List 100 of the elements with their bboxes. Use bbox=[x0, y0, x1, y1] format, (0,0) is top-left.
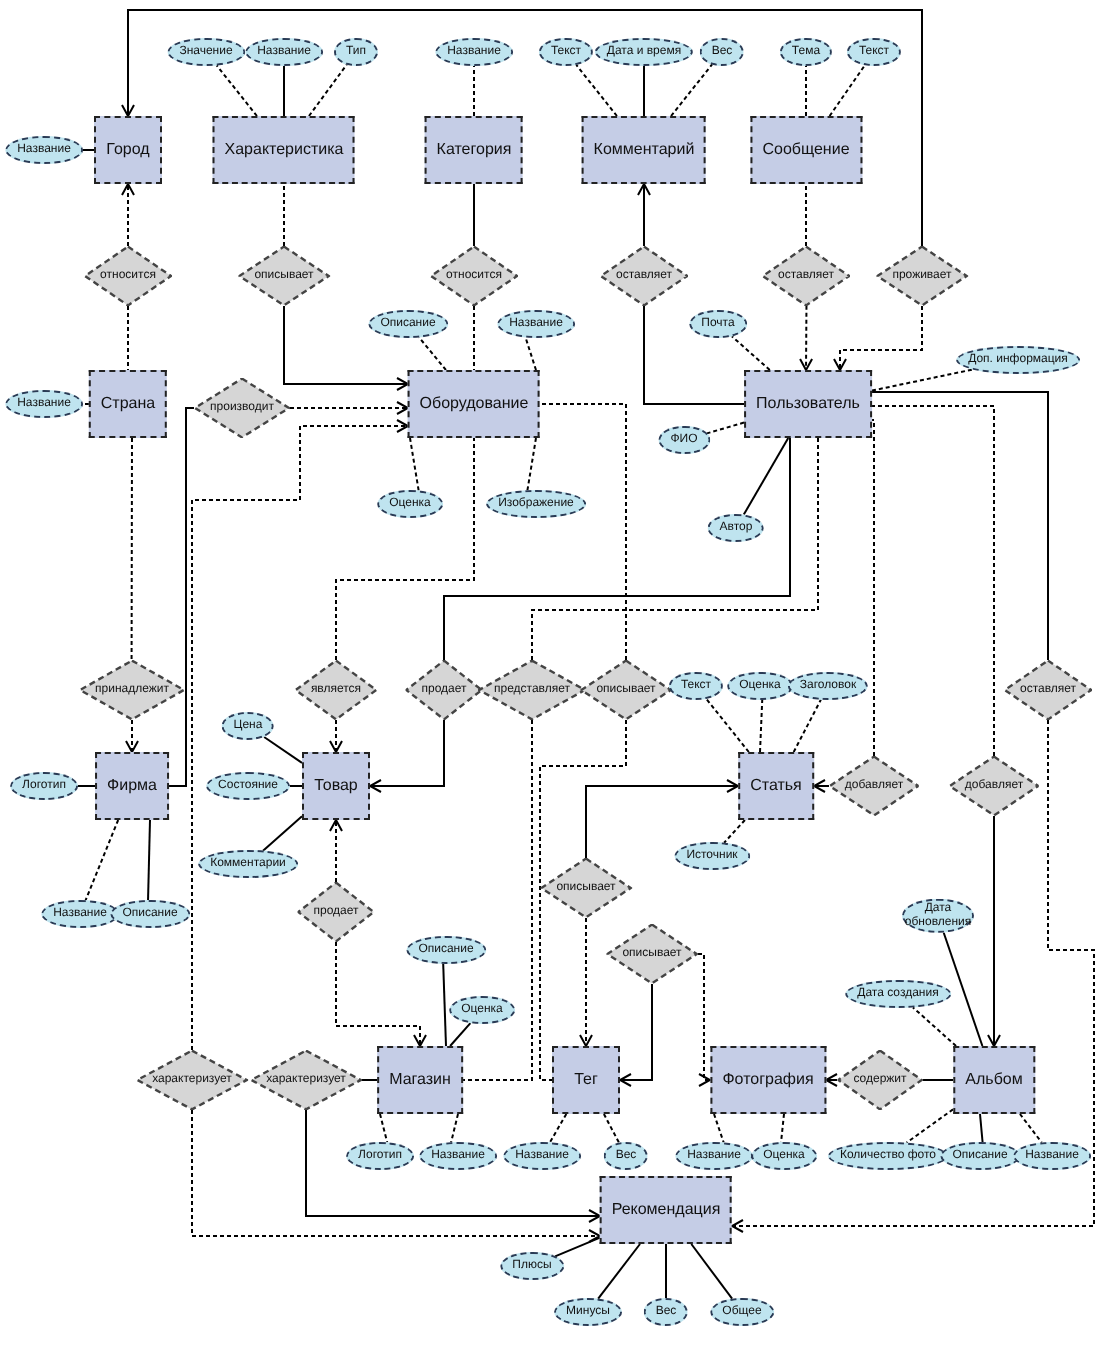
connector-line bbox=[77, 785, 96, 787]
connector-line bbox=[329, 819, 343, 883]
connector-line bbox=[263, 736, 303, 764]
attribute-ellipse bbox=[1013, 1142, 1091, 1170]
connector-line bbox=[283, 65, 285, 117]
connector-line bbox=[585, 779, 739, 859]
connector-line bbox=[305, 1109, 601, 1223]
entity-box bbox=[424, 116, 524, 184]
attribute-ellipse bbox=[334, 38, 378, 66]
attribute-ellipse bbox=[110, 900, 190, 928]
entity-box bbox=[302, 752, 370, 820]
connector-line bbox=[579, 917, 593, 1047]
connector-line bbox=[705, 421, 745, 435]
attribute-ellipse bbox=[346, 1142, 414, 1170]
connector-line bbox=[942, 931, 984, 1047]
attribute-ellipse bbox=[198, 850, 298, 878]
connector-line bbox=[697, 953, 711, 1087]
relationship-diamond bbox=[405, 660, 483, 720]
connector-line bbox=[462, 719, 533, 1081]
connector-line bbox=[792, 698, 822, 753]
attribute-ellipse bbox=[707, 514, 765, 542]
connector-line bbox=[922, 1079, 954, 1081]
connector-line bbox=[723, 819, 746, 844]
connector-line bbox=[308, 63, 348, 117]
attribute-ellipse bbox=[689, 310, 747, 338]
attribute-ellipse bbox=[486, 490, 586, 518]
connector-line bbox=[833, 305, 923, 371]
attribute-ellipse bbox=[710, 1298, 774, 1326]
relationship-diamond bbox=[580, 660, 672, 720]
connector-line bbox=[979, 1113, 984, 1144]
connector-line bbox=[825, 1073, 838, 1087]
connector-line bbox=[619, 983, 653, 1087]
connector-line bbox=[289, 785, 303, 787]
connector-line bbox=[575, 63, 618, 117]
connector-line bbox=[1018, 1113, 1043, 1144]
entity-box bbox=[88, 370, 168, 438]
relationship-diamond bbox=[238, 246, 330, 306]
attribute-ellipse bbox=[206, 772, 290, 800]
connector-line bbox=[215, 64, 258, 117]
connector-line bbox=[987, 815, 1001, 1047]
connector-line bbox=[705, 697, 750, 753]
connector-line bbox=[191, 1109, 601, 1243]
entity-box bbox=[407, 370, 541, 438]
connector-line bbox=[262, 815, 303, 852]
attribute-ellipse bbox=[603, 1142, 649, 1170]
relationship-diamond bbox=[606, 924, 698, 984]
connector-line bbox=[713, 1113, 725, 1144]
attribute-ellipse bbox=[497, 310, 575, 338]
entity-box bbox=[212, 116, 356, 184]
connector-line bbox=[670, 63, 714, 117]
relationship-diamond bbox=[136, 1050, 248, 1110]
connector-line bbox=[335, 941, 427, 1047]
attribute-ellipse bbox=[674, 842, 750, 870]
connector-line bbox=[731, 719, 1095, 1233]
attribute-ellipse bbox=[503, 1142, 581, 1170]
attribute-ellipse bbox=[5, 136, 83, 164]
connector-line bbox=[473, 183, 475, 247]
relationship-diamond bbox=[948, 756, 1040, 816]
connector-line bbox=[665, 1243, 667, 1299]
connector-line bbox=[283, 183, 285, 247]
connector-line bbox=[554, 1236, 601, 1258]
connector-line bbox=[335, 437, 475, 661]
connector-line bbox=[449, 1022, 472, 1047]
attribute-ellipse bbox=[751, 1142, 817, 1170]
entity-box bbox=[95, 752, 169, 820]
connector-line bbox=[871, 419, 875, 757]
entity-box bbox=[750, 116, 862, 184]
connector-line bbox=[871, 405, 995, 757]
connector-line bbox=[780, 1113, 785, 1144]
connector-line bbox=[871, 368, 974, 392]
connector-line bbox=[805, 183, 807, 247]
connector-line bbox=[125, 719, 139, 753]
connector-line bbox=[643, 65, 645, 117]
connector-line bbox=[813, 779, 830, 793]
connector-line bbox=[742, 437, 790, 516]
attribute-ellipse bbox=[221, 712, 275, 740]
attribute-ellipse bbox=[643, 1298, 689, 1326]
attribute-ellipse bbox=[368, 310, 448, 338]
relationship-diamond bbox=[1003, 660, 1093, 720]
attribute-ellipse bbox=[594, 38, 694, 66]
attribute-ellipse bbox=[435, 38, 513, 66]
relationship-diamond bbox=[540, 858, 632, 918]
connector-line bbox=[905, 1108, 954, 1144]
connector-line bbox=[361, 1079, 378, 1081]
connector-line bbox=[82, 149, 95, 151]
connector-line bbox=[828, 64, 866, 117]
attribute-ellipse bbox=[658, 426, 710, 454]
attribute-ellipse bbox=[419, 1142, 497, 1170]
relationship-diamond bbox=[599, 246, 689, 306]
connector-line bbox=[730, 335, 771, 371]
connector-line bbox=[168, 407, 195, 787]
connector-line bbox=[289, 401, 409, 415]
relationship-diamond bbox=[297, 882, 375, 942]
relationship-diamond bbox=[250, 1050, 362, 1110]
entity-name: Характеристика bbox=[224, 138, 344, 162]
entity-name: Пользователь bbox=[756, 392, 860, 416]
connector-line bbox=[643, 305, 745, 405]
entity-name: Сообщение bbox=[762, 138, 850, 162]
entity-name: Статья bbox=[750, 774, 802, 798]
attribute-ellipse bbox=[554, 1298, 622, 1326]
